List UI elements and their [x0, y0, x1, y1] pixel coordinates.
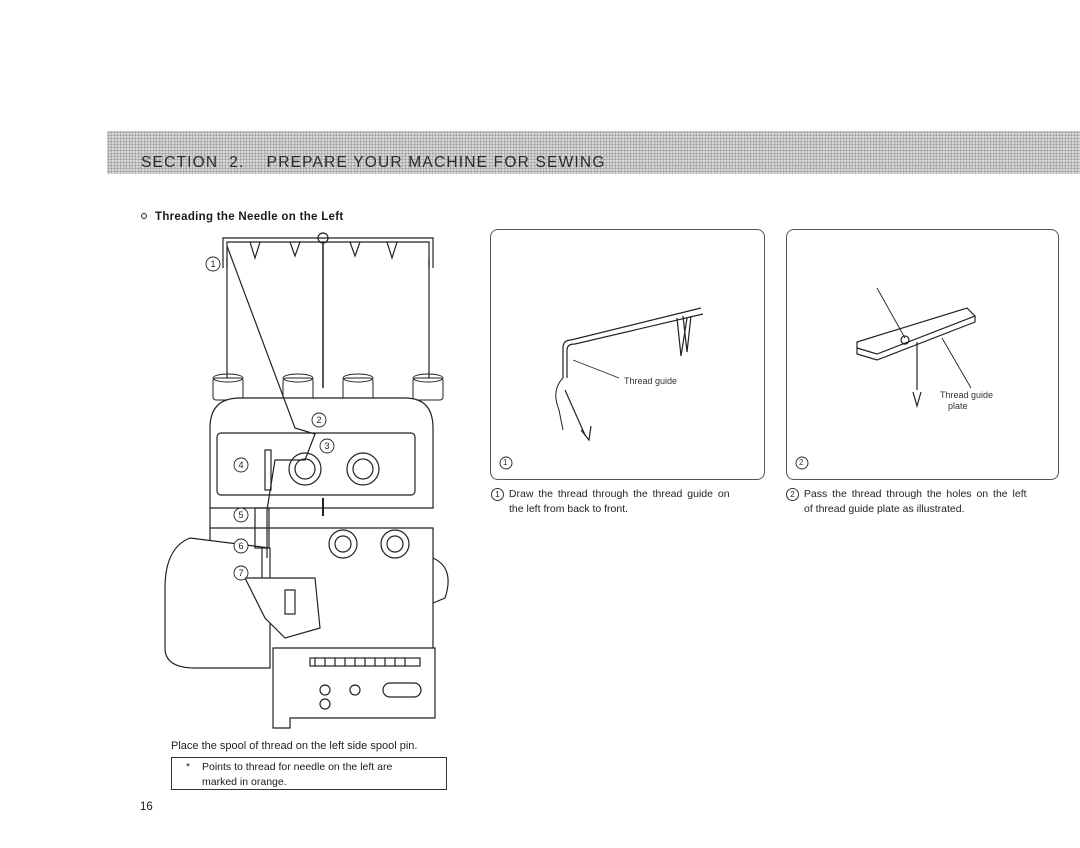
- thread-guide-plate-label-line2: plate: [948, 401, 968, 411]
- instruction-text: Place the spool of thread on the left si…: [171, 740, 418, 752]
- section-title: SECTION 2. PREPARE YOUR MACHINE FOR SEWI…: [141, 154, 606, 171]
- thread-guide-plate-label-line1: Thread guide: [940, 390, 994, 400]
- thread-guide-plate-label: Thread guide plate: [940, 390, 993, 412]
- sub-heading: Threading the Needle on the Left: [141, 211, 344, 223]
- note-line2: marked in orange.: [202, 776, 287, 788]
- overlock-machine-illustration: 1 2 3 4 5 6 7: [164, 232, 449, 729]
- figure-number-2: 2: [799, 458, 804, 467]
- callout-6: 6: [238, 541, 243, 551]
- callout-3: 3: [324, 441, 329, 451]
- figure-panel-1: Thread guide 1: [490, 229, 765, 480]
- caption-2: 2 Pass the thread through the holes on t…: [786, 487, 1061, 517]
- note-line1: Points to thread for needle on the left …: [202, 761, 393, 773]
- caption-1-number: 1: [491, 488, 504, 501]
- figure-number-1: 1: [503, 458, 508, 467]
- caption-1: 1 Draw the thread through the thread gui…: [491, 487, 771, 517]
- callout-5: 5: [238, 510, 243, 520]
- caption-1-line1: Draw the thread through the thread guide…: [508, 488, 730, 500]
- callout-4: 4: [238, 460, 243, 470]
- caption-1-line2: the left from back to front.: [509, 503, 629, 515]
- bullet-icon: [141, 213, 147, 219]
- caption-2-line2: of thread guide plate as illustrated.: [804, 503, 965, 515]
- callout-2: 2: [316, 415, 321, 425]
- note-box: * Points to thread for needle on the lef…: [171, 757, 447, 790]
- note-marker: *: [186, 761, 191, 773]
- section-banner: SECTION 2. PREPARE YOUR MACHINE FOR SEWI…: [107, 131, 1080, 174]
- caption-2-line1: Pass the thread through the holes on the…: [803, 488, 1027, 500]
- page-number: 16: [140, 801, 153, 813]
- figure-panel-2: Thread guide plate 2: [786, 229, 1059, 480]
- callout-1: 1: [210, 259, 215, 269]
- caption-2-number: 2: [786, 488, 799, 501]
- thread-guide-label: Thread guide: [624, 376, 678, 386]
- sub-heading-text: Threading the Needle on the Left: [155, 211, 344, 223]
- callout-7: 7: [238, 568, 243, 578]
